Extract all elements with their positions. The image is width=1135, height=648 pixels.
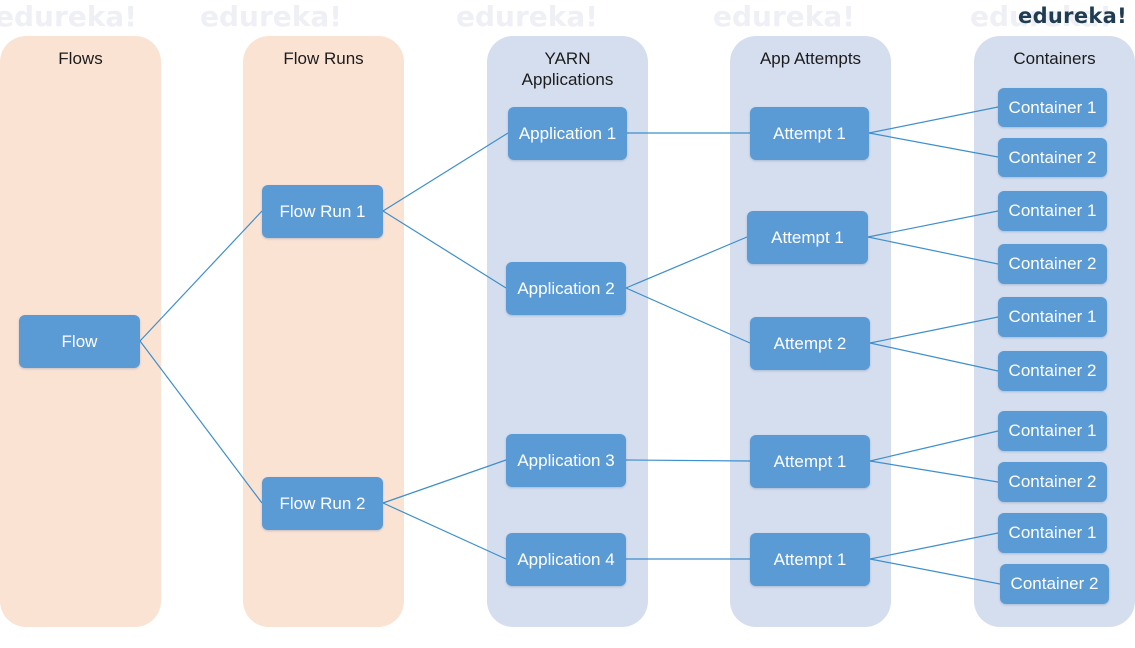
- container-node[interactable]: Container 2: [998, 244, 1107, 284]
- watermark: edureka!: [200, 0, 343, 33]
- link-flowrun2-app4: [382, 502, 507, 560]
- container-node[interactable]: Container 2: [998, 351, 1107, 391]
- link-attempt-container: [869, 460, 999, 483]
- column-title: Flows: [58, 49, 103, 68]
- container-node[interactable]: Container 1: [998, 297, 1107, 337]
- link-flowrun2-app3: [382, 459, 507, 504]
- link-attempt-container: [867, 210, 999, 238]
- column-title: App Attempts: [759, 49, 862, 68]
- container-node[interactable]: Container 2: [1000, 564, 1109, 604]
- link-flowrun1-app2: [382, 210, 507, 289]
- container-node[interactable]: Container 1: [998, 191, 1107, 231]
- watermark: edureka!: [456, 0, 599, 33]
- attempt-node[interactable]: Attempt 1: [747, 211, 868, 264]
- container-node[interactable]: Container 1: [998, 411, 1107, 451]
- flow-run-1-node[interactable]: Flow Run 1: [262, 185, 383, 238]
- watermark: edureka!: [713, 0, 856, 33]
- attempt-node[interactable]: Attempt 2: [750, 317, 870, 370]
- link-flowrun1-app1: [382, 132, 509, 212]
- watermark: edureka!: [0, 0, 138, 33]
- application-3-node[interactable]: Application 3: [506, 434, 626, 487]
- application-2-node[interactable]: Application 2: [506, 262, 626, 315]
- link-attempt-container: [869, 342, 999, 372]
- link-attempt-container: [869, 532, 999, 560]
- link-attempt-container: [869, 430, 999, 462]
- link-app2-attempt1: [625, 236, 748, 289]
- container-node[interactable]: Container 1: [998, 88, 1107, 127]
- column-title: Flow Runs: [283, 49, 364, 68]
- column-title: Containers: [1013, 49, 1096, 68]
- application-1-node[interactable]: Application 1: [508, 107, 627, 160]
- link-app3-attempt: [625, 459, 751, 462]
- link-attempt-container: [868, 106, 999, 134]
- application-4-node[interactable]: Application 4: [506, 533, 626, 586]
- link-attempt-container: [869, 316, 999, 344]
- container-node[interactable]: Container 2: [998, 462, 1107, 502]
- link-attempt-container: [867, 236, 999, 265]
- container-node[interactable]: Container 2: [998, 138, 1107, 177]
- link-attempt-container: [869, 558, 1001, 585]
- link-flow-flowrun1: [139, 210, 263, 342]
- edureka-logo: edureka!: [1018, 4, 1127, 28]
- watermark: edureka!: [970, 0, 1113, 33]
- attempt-node[interactable]: Attempt 1: [750, 435, 870, 488]
- attempt-node[interactable]: Attempt 1: [750, 107, 869, 160]
- link-flow-flowrun2: [139, 340, 263, 504]
- link-attempt-container: [868, 132, 999, 158]
- flow-node[interactable]: Flow: [19, 315, 140, 368]
- container-node[interactable]: Container 1: [998, 513, 1107, 553]
- flow-run-2-node[interactable]: Flow Run 2: [262, 477, 383, 530]
- link-app2-attempt2: [625, 287, 751, 344]
- attempt-node[interactable]: Attempt 1: [750, 533, 870, 586]
